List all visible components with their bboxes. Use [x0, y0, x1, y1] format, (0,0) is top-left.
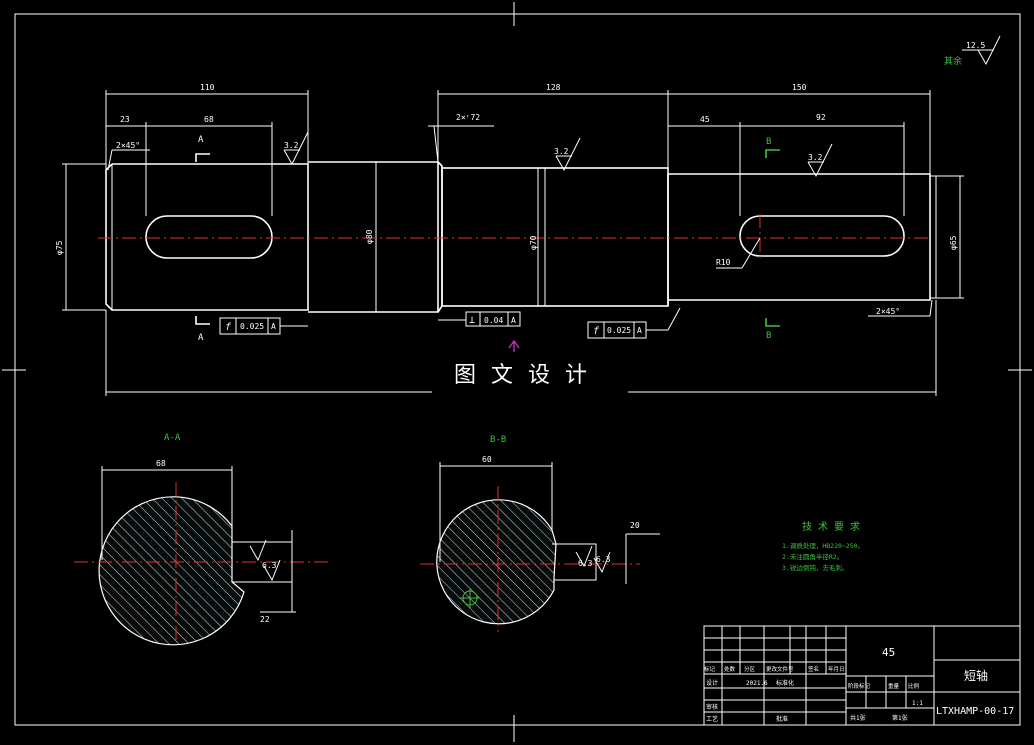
section-texts: A-A 68 22 6.3 B-B 60 20 6.3 6.3 — [156, 433, 640, 624]
tb-process: 工艺 — [706, 715, 718, 723]
tol1-symbol: f — [225, 322, 232, 333]
tb-row-label-6: 年月日 — [828, 665, 845, 673]
tolerance-frames — [219, 307, 681, 339]
roughness-value-1: 3.2 — [284, 141, 299, 150]
tb-weight: 重量 — [888, 682, 900, 690]
section-aa — [74, 466, 330, 646]
section-aa-height: 22 — [260, 615, 270, 624]
material: 45 — [882, 646, 895, 659]
scale: 1:1 — [912, 700, 923, 707]
tech-line-3: 3.锐边倒钝，去毛刺。 — [782, 563, 848, 572]
roughness-other-value: 12.5 — [966, 41, 985, 50]
roughness-other-label: 其余 — [944, 55, 962, 67]
tol2-datum: A — [511, 316, 516, 325]
tb-row-label-4: 更改文件号 — [766, 665, 794, 673]
section-aa-width: 68 — [156, 459, 166, 468]
tech-line-2: 2.未注圆角半径R2。 — [782, 552, 843, 561]
tb-sheet-total: 共1张 — [850, 714, 866, 722]
dim-dia-left: φ75 — [55, 240, 64, 255]
dim-dia-center: φ70 — [529, 235, 538, 250]
section-bb-width: 60 — [482, 455, 492, 464]
section-aa-rough: 6.3 — [262, 561, 277, 570]
dim-45: 45 — [700, 115, 710, 124]
dim-r10: R10 — [716, 258, 731, 267]
tech-line-1: 1.调质处理，HB220~250。 — [782, 541, 864, 550]
watermark-text: 图 文 设 计 — [454, 363, 591, 388]
tb-sheet-no: 第1张 — [892, 714, 908, 722]
section-bb-title: B-B — [490, 435, 506, 445]
datum-marker — [508, 339, 520, 352]
roughness-value-2: 3.2 — [554, 147, 569, 156]
tb-design: 设计 — [706, 679, 718, 687]
tech-title: 技 术 要 求 — [802, 520, 860, 533]
dimension-texts: 110 23 68 128 150 45 92 2×ʳ72 2×45° 2×45… — [55, 83, 958, 316]
section-markers — [195, 149, 780, 327]
dimension-lines — [62, 90, 964, 396]
dim-dia-right: φ65 — [949, 235, 958, 250]
tb-standard: 标准化 — [776, 679, 794, 687]
tol1-datum: A — [271, 322, 276, 331]
tol3-symbol: f — [593, 326, 600, 337]
chamfer-right: 2×45° — [876, 307, 900, 316]
title-block-lines — [703, 625, 1021, 726]
dim-23: 23 — [120, 115, 130, 124]
shaft-profile — [105, 161, 937, 313]
dim-68: 68 — [204, 115, 214, 124]
tolerance-texts: f 0.025 A ⊥ 0.04 A f 0.025 A — [225, 315, 642, 337]
tb-row-label-5: 签名 — [808, 665, 819, 673]
tol1-value: 0.025 — [240, 322, 264, 331]
dim-110: 110 — [200, 83, 215, 92]
section-bb — [420, 462, 660, 632]
section-label-a-bottom: A — [198, 333, 204, 343]
tb-ratio: 比例 — [908, 682, 920, 690]
tb-row-label-1: 标记 — [704, 665, 716, 673]
tb-approve: 批准 — [776, 715, 788, 723]
drawing-number: LTXHAMP-00-17 — [936, 706, 1014, 717]
tol3-value: 0.025 — [607, 326, 631, 335]
section-label-b-bottom: B — [766, 331, 771, 341]
tb-check: 审核 — [706, 703, 718, 711]
section-bb-height: 20 — [630, 521, 640, 530]
roughness-symbols — [283, 35, 1001, 178]
tech-notes: 技 术 要 求 1.调质处理，HB220~250。 2.未注圆角半径R2。 3.… — [782, 520, 864, 572]
date: 2021.6 — [746, 680, 768, 687]
chamfer-2x72: 2×ʳ72 — [456, 113, 480, 122]
part-name: 短轴 — [964, 668, 988, 683]
section-label-a-top: A — [198, 135, 204, 145]
section-label-texts: A A B B — [198, 135, 771, 343]
roughness-value-3: 3.2 — [808, 153, 823, 162]
dim-150: 150 — [792, 83, 807, 92]
dim-dia-mid: φ80 — [365, 229, 374, 244]
tb-stage: 阶段标记 — [848, 682, 871, 690]
chamfer-left: 2×45° — [116, 141, 140, 150]
tol3-datum: A — [637, 326, 642, 335]
dim-92: 92 — [816, 113, 826, 122]
section-label-b-top: B — [766, 137, 771, 147]
tb-row-label-3: 分区 — [744, 665, 756, 673]
dim-128: 128 — [546, 83, 561, 92]
tb-row-label-2: 处数 — [724, 665, 736, 673]
section-aa-title: A-A — [164, 433, 181, 443]
title-block-texts: 45 短轴 LTXHAMP-00-17 1:1 2021.6 标记 处数 分区 … — [704, 646, 1014, 723]
tol2-symbol: ⊥ — [469, 315, 475, 326]
tol2-value: 0.04 — [484, 316, 503, 325]
roughness-texts: 3.2 3.2 3.2 12.5 其余 — [284, 41, 985, 162]
section-bb-rough-1: 6.3 — [578, 559, 593, 568]
section-bb-rough-2: 6.3 — [596, 555, 611, 564]
